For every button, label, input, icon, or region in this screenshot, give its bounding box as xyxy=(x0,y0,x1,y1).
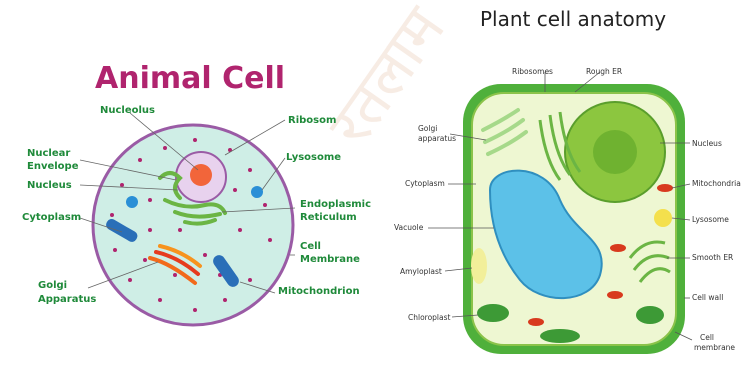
label-plant-cell-wall: Cell wall xyxy=(692,293,723,302)
animal-lysosome xyxy=(251,186,263,198)
animal-lysosome-2 xyxy=(126,196,138,208)
label-plant-golgi-line2: apparatus xyxy=(418,134,456,143)
label-ribosome: Ribosom xyxy=(288,115,336,126)
label-plant-mitochondria: Mitochondria xyxy=(692,179,741,188)
plant-cell-figure: Plant cell anatomy xyxy=(394,7,741,354)
label-plant-smooth-er: Smooth ER xyxy=(692,253,733,262)
label-er-line2: Reticulum xyxy=(300,212,357,223)
label-nuclear-envelope-line1: Nuclear xyxy=(27,148,70,159)
label-plant-rough-er: Rough ER xyxy=(586,67,622,76)
animal-nucleolus xyxy=(190,164,212,186)
label-er-line1: Endoplasmic xyxy=(300,199,371,210)
label-lysosome: Lysosome xyxy=(286,152,341,163)
label-nuclear-envelope-line2: Envelope xyxy=(27,161,79,172)
plant-cell-title: Plant cell anatomy xyxy=(480,7,666,31)
label-nucleus: Nucleus xyxy=(27,180,72,191)
label-plant-vacuole: Vacuole xyxy=(394,223,424,232)
animal-cell-figure: Animal Cell xyxy=(22,61,371,325)
plant-amyloplast xyxy=(471,248,487,284)
label-plant-golgi-line1: Golgi xyxy=(418,124,437,133)
plant-nucleolus xyxy=(593,130,637,174)
label-plant-ribosomes: Ribosomes xyxy=(512,67,553,76)
label-plant-cytoplasm: Cytoplasm xyxy=(405,179,445,188)
label-mitochondrion: Mitochondrion xyxy=(278,286,360,297)
label-plant-chloroplast: Chloroplast xyxy=(408,313,451,322)
label-golgi-line1: Golgi xyxy=(38,280,67,291)
label-plant-lysosome: Lysosome xyxy=(692,215,729,224)
animal-cell-title: Animal Cell xyxy=(95,61,285,96)
label-golgi-line2: Apparatus xyxy=(38,294,96,305)
label-plant-nucleus: Nucleus xyxy=(692,139,722,148)
label-cytoplasm: Cytoplasm xyxy=(22,212,81,223)
label-plant-amyloplast: Amyloplast xyxy=(400,267,442,276)
label-nucleolus: Nucleolus xyxy=(100,105,155,116)
label-plant-membrane-line2: membrane xyxy=(694,343,735,352)
plant-lysosome xyxy=(654,209,672,227)
label-membrane-line1: Cell xyxy=(300,241,321,252)
label-plant-membrane-line1: Cell xyxy=(700,333,714,342)
label-membrane-line2: Membrane xyxy=(300,254,360,265)
